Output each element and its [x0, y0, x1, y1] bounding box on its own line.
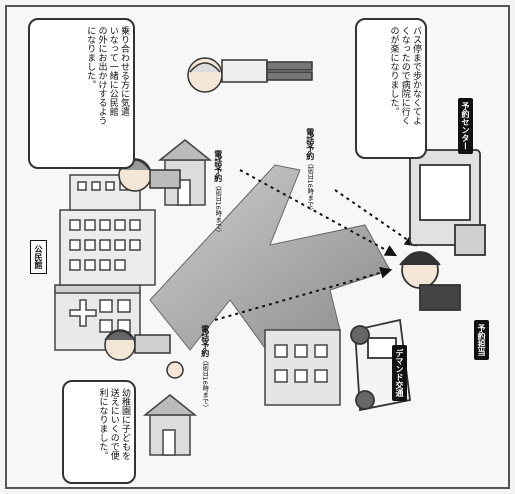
house-top — [157, 139, 213, 206]
tag-operator: 予約担当 — [474, 320, 489, 360]
bubble-top-left: 乗り合わせる方に気遣 いなって一緒に公民館 の外にお出かけするよう になりました… — [28, 18, 135, 169]
phone-line-top — [239, 169, 398, 257]
person-bottom-left — [104, 329, 184, 379]
house-bottom-left — [142, 394, 198, 456]
phone-label-note: （前日16時まで） — [213, 182, 222, 236]
phone-label-note: （前日16時まで） — [200, 357, 209, 411]
phone-line-bottom — [214, 266, 393, 321]
phone-label-note: （前日16時まで） — [305, 160, 314, 214]
tag-reservation-center: 予約センター — [458, 98, 473, 154]
bubble-top-right: バス停まで歩かなくてよ くなったので病院に行く のが楽になりました。 — [355, 18, 427, 159]
phone-line-middle — [334, 189, 417, 247]
phone-label-top: 電話予約（前日16時まで） — [213, 150, 223, 236]
elderly-person — [187, 57, 313, 93]
tag-demand-transport: デマンド交通 — [392, 345, 407, 401]
phone-label-text: 電話予約 — [305, 128, 315, 160]
phone-label-bottom: 電話予約（前日16時まで） — [200, 325, 210, 411]
reservation-center — [399, 149, 486, 311]
tag-community-hall: 公民館 — [30, 240, 47, 274]
phone-label-text: 電話予約 — [213, 150, 223, 182]
phone-label-text: 電話予約 — [200, 325, 210, 357]
apartment-bottom — [264, 329, 341, 406]
road-zigzag — [149, 164, 391, 356]
phone-label-middle: 電話予約（前日16時まで） — [305, 128, 315, 214]
apartment-building — [59, 209, 156, 286]
bubble-bottom-left: 幼稚園に子どもを 送えにいくので便 利になりました。 — [62, 380, 136, 484]
